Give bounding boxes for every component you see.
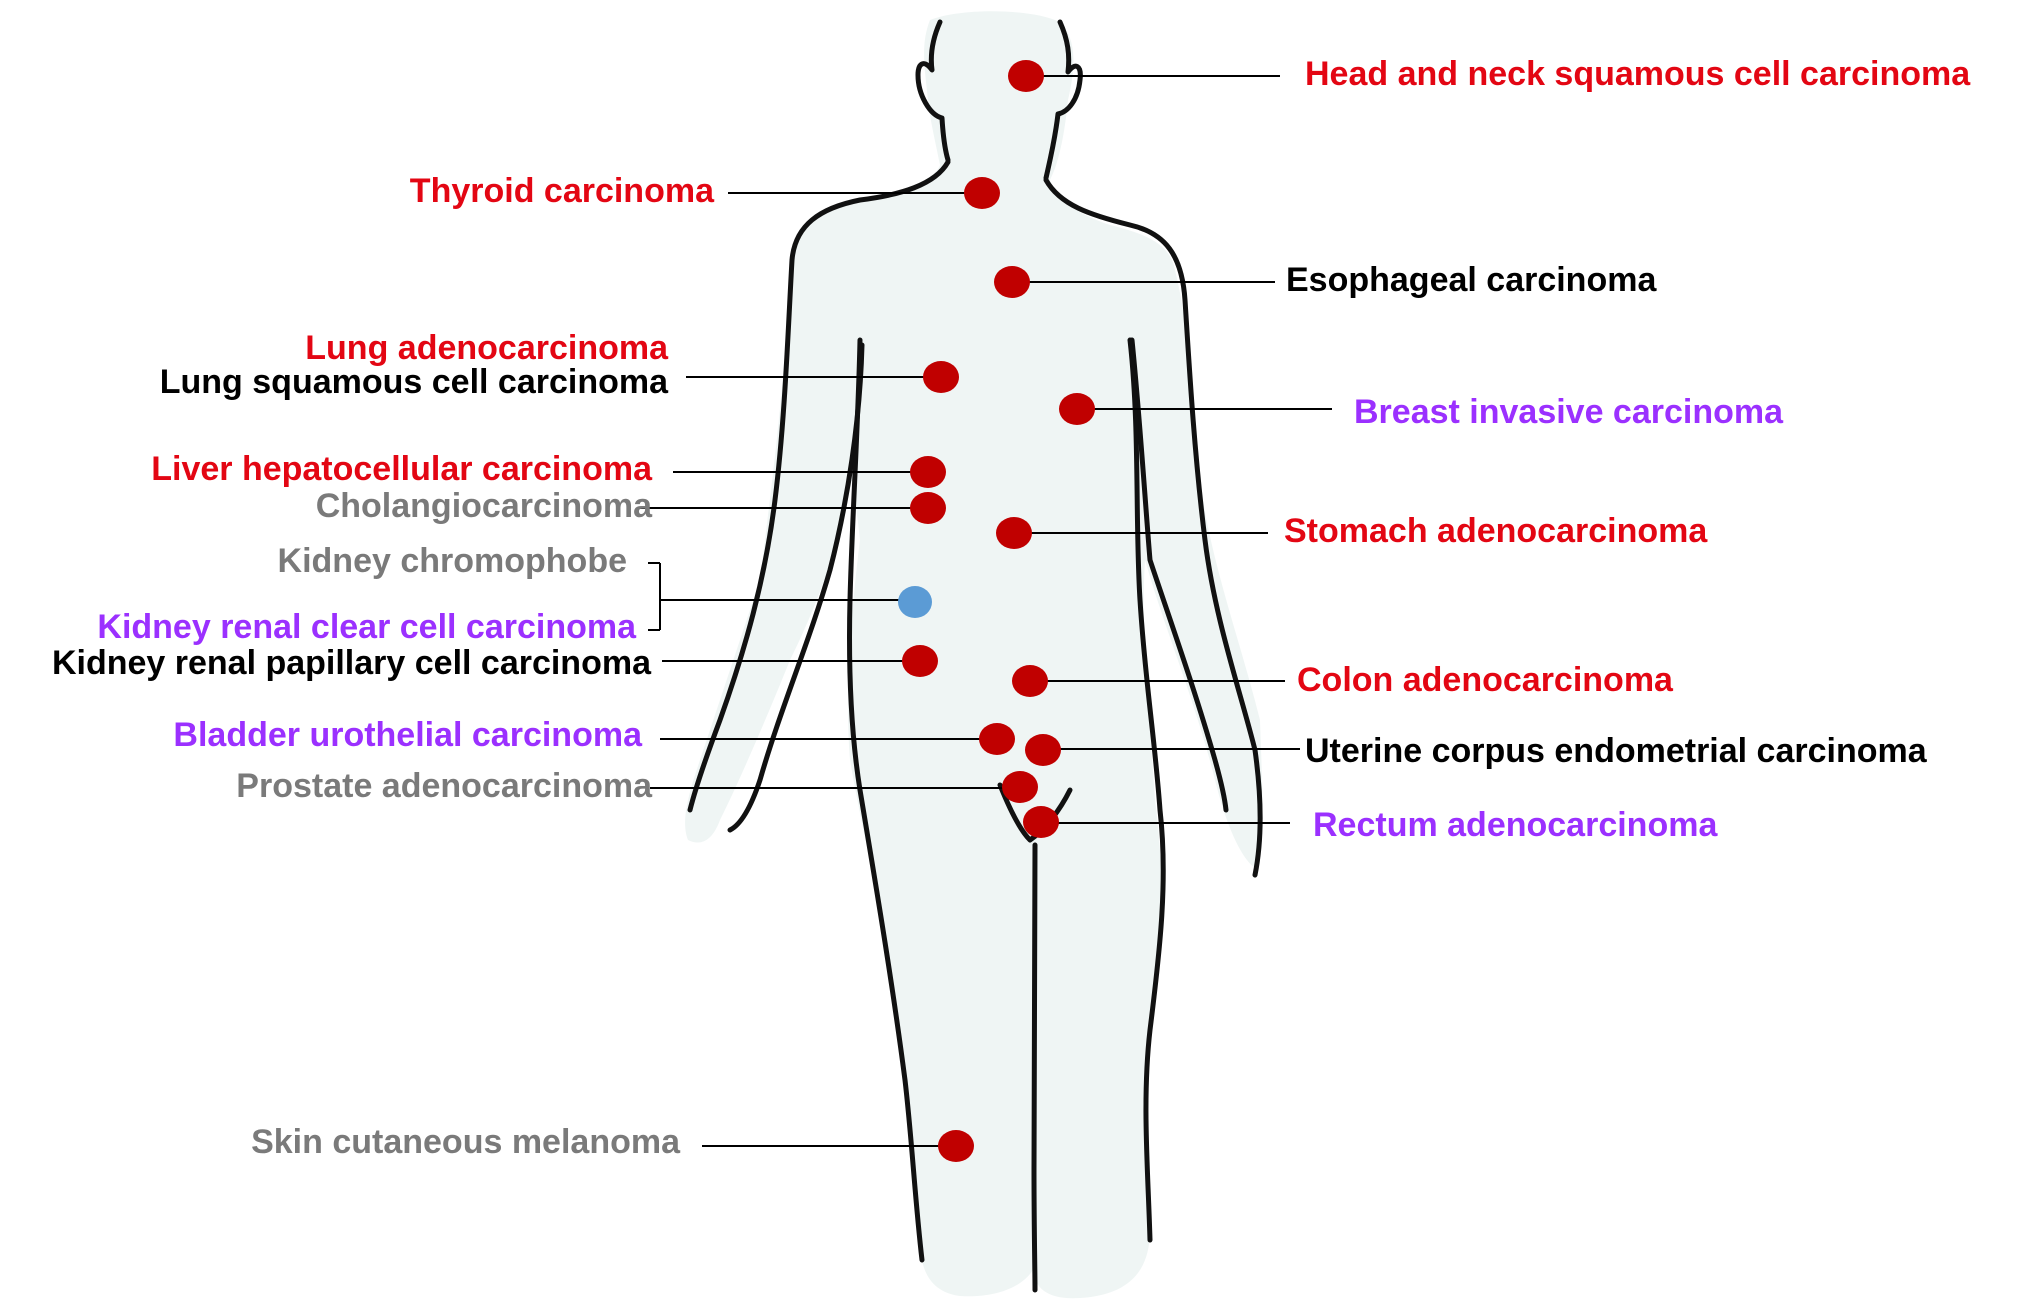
marker-head-neck <box>1008 60 1044 92</box>
label-esophageal: Esophageal carcinoma <box>1286 261 1657 299</box>
label-prostate: Prostate adenocarcinoma <box>236 767 653 805</box>
label-cholangio: Cholangiocarcinoma <box>316 487 653 525</box>
label-head-neck: Head and neck squamous cell carcinoma <box>1305 55 1971 93</box>
marker-colon <box>1012 665 1048 697</box>
label-stomach: Stomach adenocarcinoma <box>1284 512 1708 550</box>
label-bladder: Bladder urothelial carcinoma <box>173 716 643 754</box>
marker-skin <box>938 1130 974 1162</box>
label-skin: Skin cutaneous melanoma <box>251 1123 681 1161</box>
marker-cholangio <box>910 492 946 524</box>
marker-breast <box>1059 393 1095 425</box>
marker-esophageal <box>994 266 1030 298</box>
label-liver: Liver hepatocellular carcinoma <box>151 450 653 488</box>
label-rectum: Rectum adenocarcinoma <box>1313 806 1718 844</box>
marker-kidney-papillary <box>902 645 938 677</box>
marker-bladder <box>979 723 1015 755</box>
marker-rectum <box>1023 806 1059 838</box>
label-lung-squamous: Lung squamous cell carcinoma <box>160 363 669 401</box>
marker-liver <box>910 456 946 488</box>
marker-stomach <box>996 517 1032 549</box>
body-silhouette <box>685 11 1263 1299</box>
label-kidney-clear: Kidney renal clear cell carcinoma <box>97 608 637 646</box>
marker-uterine <box>1025 734 1061 766</box>
site-markers <box>898 60 1095 1162</box>
label-kidney-papillary: Kidney renal papillary cell carcinoma <box>52 644 652 682</box>
label-breast: Breast invasive carcinoma <box>1354 393 1784 431</box>
label-lung-adeno: Lung adenocarcinoma <box>305 329 669 367</box>
labels-left: Thyroid carcinoma Lung adenocarcinoma Lu… <box>52 172 715 1161</box>
label-uterine: Uterine corpus endometrial carcinoma <box>1305 732 1928 770</box>
body-outline <box>687 19 1263 1293</box>
leader-lines <box>640 75 1332 1147</box>
marker-thyroid <box>964 177 1000 209</box>
labels-right: Head and neck squamous cell carcinoma Es… <box>1284 55 1971 844</box>
marker-prostate <box>1002 771 1038 803</box>
label-thyroid: Thyroid carcinoma <box>410 172 715 210</box>
label-colon: Colon adenocarcinoma <box>1297 661 1674 699</box>
label-kidney-chromophobe: Kidney chromophobe <box>278 542 627 580</box>
marker-lung <box>923 361 959 393</box>
marker-kidney <box>898 586 932 618</box>
